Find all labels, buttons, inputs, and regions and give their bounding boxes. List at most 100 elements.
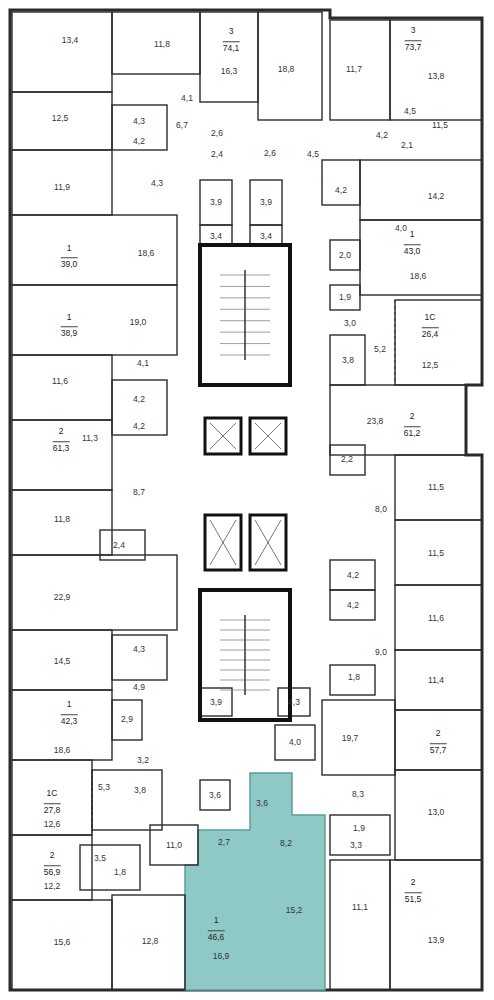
stair-core [200, 590, 290, 720]
room-area: 4,3 [133, 117, 145, 126]
room-wall [395, 650, 482, 710]
room-wall [112, 895, 185, 990]
apartment-number: 3 [229, 27, 234, 36]
room-area: 9,0 [375, 648, 387, 657]
room-area: 4,0 [289, 738, 301, 747]
room-area: 2,6 [211, 129, 223, 138]
room-wall [112, 380, 167, 435]
room-area: 19,0 [130, 318, 147, 327]
room-wall [330, 335, 365, 385]
room-area: 4,3 [133, 645, 145, 654]
room-area: 15,2 [286, 906, 303, 915]
room-wall [330, 240, 360, 270]
room-wall [12, 285, 177, 355]
room-area: 3,9 [260, 198, 272, 207]
room-area: 14,2 [428, 192, 445, 201]
room-wall [330, 665, 375, 695]
apartment-number: 1 [410, 230, 415, 239]
room-wall [395, 710, 482, 770]
room-area: 4,9 [133, 683, 145, 692]
room-area: 12,5 [422, 361, 439, 370]
room-area: 3,8 [134, 786, 146, 795]
apartment-area: 56,9 [44, 865, 61, 877]
room-area: 13,0 [428, 808, 445, 817]
room-area: 3,6 [209, 791, 221, 800]
room-wall [12, 92, 112, 150]
room-area: 3,5 [94, 854, 106, 863]
room-area: 11,7 [346, 65, 362, 74]
room-area: 15,6 [54, 938, 71, 947]
room-wall [390, 20, 482, 120]
room-area: 2,6 [264, 149, 276, 158]
apartment-number: 1 [67, 244, 72, 253]
room-area: 1,8 [348, 673, 360, 682]
room-area: 2,7 [218, 838, 230, 847]
room-area: 1,9 [339, 293, 351, 302]
room-area: 4,0 [395, 224, 407, 233]
room-wall [330, 815, 390, 855]
room-area: 4,3 [151, 179, 163, 188]
room-area: 11,9 [54, 183, 70, 192]
apartment-number: 2 [411, 878, 416, 887]
room-wall [12, 420, 112, 490]
room-wall [278, 688, 310, 716]
apartment-number: 2 [436, 729, 441, 738]
room-area: 4,2 [376, 131, 388, 140]
room-wall [330, 860, 390, 990]
room-area: 5,3 [98, 783, 110, 792]
room-wall [390, 860, 482, 990]
room-wall [200, 225, 232, 245]
room-area: 4,1 [137, 359, 149, 368]
room-area: 3,4 [210, 232, 222, 241]
room-area: 5,2 [374, 345, 386, 354]
room-area: 14,5 [54, 657, 71, 666]
room-area: 8,2 [280, 839, 292, 848]
room-wall [395, 585, 482, 650]
room-area: 11,5 [428, 483, 444, 492]
room-area: 11,8 [154, 40, 170, 49]
room-wall [12, 900, 112, 990]
room-wall [200, 780, 230, 810]
apartment-number: 3 [411, 26, 416, 35]
room-wall [360, 160, 482, 220]
room-area: 18,6 [54, 746, 71, 755]
stair-core [200, 245, 290, 385]
room-wall [12, 355, 112, 420]
room-area: 12,2 [44, 882, 61, 891]
lift-shaft [250, 515, 286, 570]
room-wall [330, 20, 390, 120]
room-area: 11,6 [52, 377, 68, 386]
room-wall [330, 285, 360, 310]
room-area: 2,4 [211, 150, 223, 159]
room-area: 3,4 [260, 232, 272, 241]
room-area: 16,9 [213, 952, 230, 961]
room-area: 4,2 [133, 137, 145, 146]
room-wall [200, 688, 232, 716]
room-wall [258, 12, 322, 120]
lift-shaft [205, 418, 241, 454]
room-area: 12,6 [44, 820, 61, 829]
room-area: 13,9 [428, 936, 445, 945]
room-wall [330, 590, 375, 620]
room-area: 23,8 [367, 417, 384, 426]
room-area: 18,8 [278, 65, 295, 74]
room-area: 18,6 [410, 272, 427, 281]
room-wall [150, 825, 198, 865]
room-wall [395, 520, 482, 585]
room-wall [12, 215, 177, 285]
room-wall [322, 160, 360, 205]
apartment-area: 43,0 [404, 244, 421, 256]
lift-shaft [205, 515, 241, 570]
room-wall [80, 845, 140, 890]
apartment-number: 2 [59, 427, 64, 436]
room-wall [12, 490, 112, 555]
room-wall [330, 445, 365, 475]
stair-rail [244, 615, 246, 695]
lift-cross [210, 520, 236, 565]
room-area: 4,2 [335, 186, 347, 195]
room-area: 3,2 [137, 756, 149, 765]
room-area: 4,5 [404, 107, 416, 116]
room-area: 3,9 [210, 198, 222, 207]
room-area: 11,8 [54, 515, 70, 524]
